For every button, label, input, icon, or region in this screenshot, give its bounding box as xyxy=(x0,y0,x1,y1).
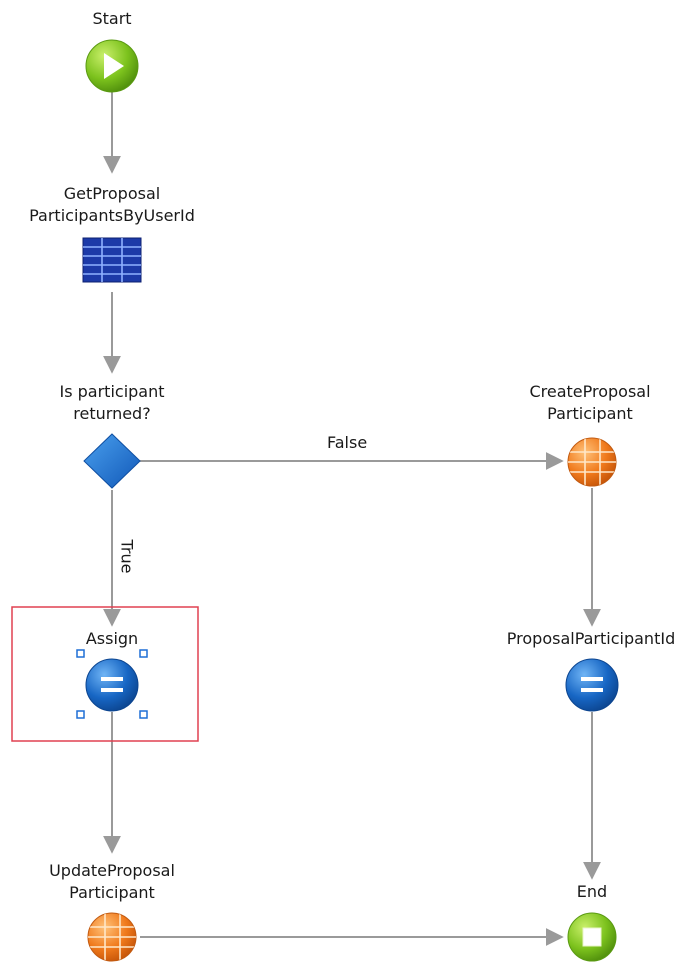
update-participant-label-line1: UpdateProposal xyxy=(49,861,175,880)
resize-handle-top-left[interactable] xyxy=(76,649,85,658)
create-participant-label: CreateProposal Participant xyxy=(529,381,650,425)
start-label-text: Start xyxy=(92,9,132,28)
participant-id-label-text: ProposalParticipantId xyxy=(506,629,676,648)
start-node[interactable] xyxy=(85,39,139,93)
entity-action-icon[interactable] xyxy=(566,436,618,488)
get-participants-label-line1: GetProposal xyxy=(63,184,161,203)
create-participant-label-line2: Participant xyxy=(547,404,633,423)
selection-handles[interactable] xyxy=(76,649,148,719)
decision-label-line1: Is participant xyxy=(59,382,165,401)
end-label: End xyxy=(577,881,607,903)
diamond-decision-icon[interactable] xyxy=(83,433,141,489)
false-edge-label: False xyxy=(327,433,368,452)
connectors xyxy=(103,92,601,946)
selection-frame xyxy=(11,606,199,742)
assign-label: Assign xyxy=(86,628,138,650)
get-participants-label: GetProposal ParticipantsByUserId xyxy=(29,183,195,227)
get-participants-label-line2: ParticipantsByUserId xyxy=(29,206,195,225)
create-participant-label-line1: CreateProposal xyxy=(529,382,651,401)
participant-id-label: ProposalParticipantId xyxy=(507,628,675,650)
resize-handle-top-right[interactable] xyxy=(139,649,148,658)
update-participant-label-line2: Participant xyxy=(69,883,155,902)
decision-label-line2: returned? xyxy=(73,404,151,423)
assign-label-text: Assign xyxy=(85,629,139,648)
update-participant-label: UpdateProposal Participant xyxy=(49,860,175,904)
true-edge-label: True xyxy=(117,539,137,574)
decision-label: Is participant returned? xyxy=(59,381,164,425)
end-label-text: End xyxy=(576,882,608,901)
end-node[interactable] xyxy=(567,912,617,962)
table-aggregate-icon[interactable] xyxy=(82,237,142,283)
entity-action-icon[interactable] xyxy=(86,911,138,963)
assign-equals-icon[interactable] xyxy=(565,658,619,712)
start-label: Start xyxy=(92,8,131,30)
resize-handle-bottom-left[interactable] xyxy=(76,710,85,719)
assign-equals-icon[interactable] xyxy=(85,658,139,712)
resize-handle-bottom-right[interactable] xyxy=(139,710,148,719)
